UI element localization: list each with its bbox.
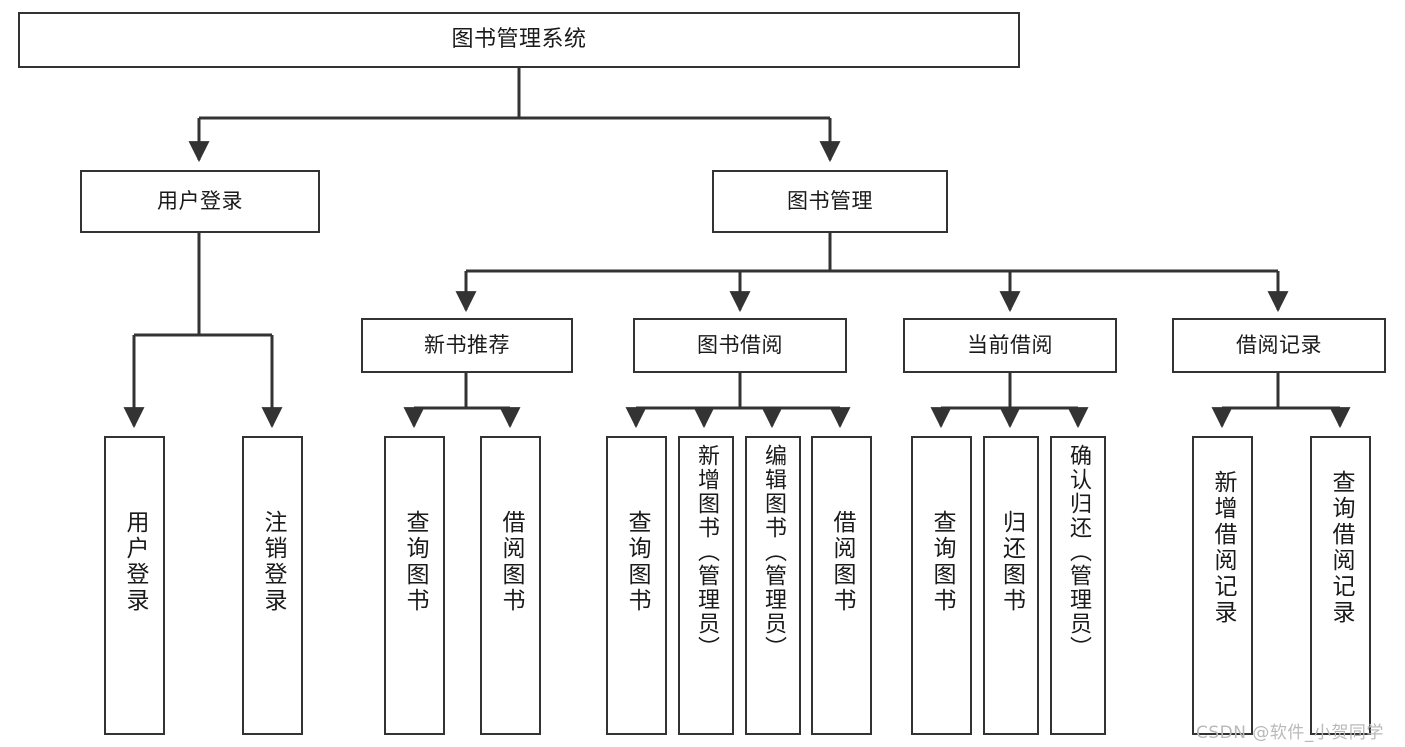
node-user-login[interactable]: 用户登录 bbox=[80, 170, 320, 233]
node-leaf-user-logout[interactable]: 注销登录 bbox=[242, 436, 303, 735]
node-leaf-query-book-2-label: 查询图书 bbox=[624, 510, 650, 614]
node-leaf-add-book-label: 新增图书（管理员） bbox=[694, 444, 719, 660]
node-book-management[interactable]: 图书管理 bbox=[712, 170, 948, 233]
node-current-borrow[interactable]: 当前借阅 bbox=[903, 318, 1117, 373]
node-leaf-query-book-2[interactable]: 查询图书 bbox=[606, 436, 667, 735]
node-leaf-add-borrow-record-label: 新增借阅记录 bbox=[1210, 470, 1236, 626]
node-user-login-label: 用户登录 bbox=[157, 188, 243, 213]
node-leaf-return-book[interactable]: 归还图书 bbox=[983, 436, 1039, 735]
node-leaf-return-book-label: 归还图书 bbox=[998, 510, 1025, 614]
node-leaf-borrow-book-1[interactable]: 借阅图书 bbox=[480, 436, 541, 735]
csdn-watermark: CSDN @软件_小贺同学 bbox=[1196, 723, 1384, 743]
node-leaf-user-login[interactable]: 用户登录 bbox=[104, 436, 165, 735]
node-leaf-query-book-3[interactable]: 查询图书 bbox=[911, 436, 972, 735]
node-book-borrow-label: 图书借阅 bbox=[697, 332, 783, 357]
node-book-borrow[interactable]: 图书借阅 bbox=[633, 318, 847, 373]
node-leaf-user-logout-label: 注销登录 bbox=[260, 510, 286, 614]
node-leaf-borrow-book-1-label: 借阅图书 bbox=[498, 510, 524, 614]
node-current-borrow-label: 当前借阅 bbox=[967, 332, 1053, 357]
node-leaf-query-borrow-record[interactable]: 查询借阅记录 bbox=[1310, 436, 1371, 735]
node-borrow-record[interactable]: 借阅记录 bbox=[1172, 318, 1386, 373]
node-leaf-confirm-return-label: 确认归还（管理员） bbox=[1066, 444, 1091, 660]
node-leaf-query-book-3-label: 查询图书 bbox=[929, 510, 955, 614]
node-leaf-edit-book[interactable]: 编辑图书（管理员） bbox=[745, 436, 801, 735]
node-leaf-edit-book-label: 编辑图书（管理员） bbox=[761, 444, 786, 660]
node-leaf-query-book-1-label: 查询图书 bbox=[402, 510, 428, 614]
node-new-book-recommend[interactable]: 新书推荐 bbox=[361, 318, 573, 373]
node-leaf-add-borrow-record[interactable]: 新增借阅记录 bbox=[1192, 436, 1253, 735]
node-new-book-recommend-label: 新书推荐 bbox=[424, 332, 510, 357]
node-root-book-management-system[interactable]: 图书管理系统 bbox=[18, 12, 1020, 68]
node-leaf-query-borrow-record-label: 查询借阅记录 bbox=[1328, 470, 1354, 626]
node-root-label: 图书管理系统 bbox=[451, 26, 587, 52]
node-book-management-label: 图书管理 bbox=[787, 188, 873, 213]
node-leaf-add-book[interactable]: 新增图书（管理员） bbox=[678, 436, 734, 735]
node-leaf-borrow-book-2[interactable]: 借阅图书 bbox=[811, 436, 872, 735]
node-leaf-user-login-label: 用户登录 bbox=[122, 510, 148, 614]
node-borrow-record-label: 借阅记录 bbox=[1236, 332, 1322, 357]
node-leaf-borrow-book-2-label: 借阅图书 bbox=[829, 510, 855, 614]
node-leaf-confirm-return[interactable]: 确认归还（管理员） bbox=[1050, 436, 1106, 735]
node-leaf-query-book-1[interactable]: 查询图书 bbox=[384, 436, 445, 735]
